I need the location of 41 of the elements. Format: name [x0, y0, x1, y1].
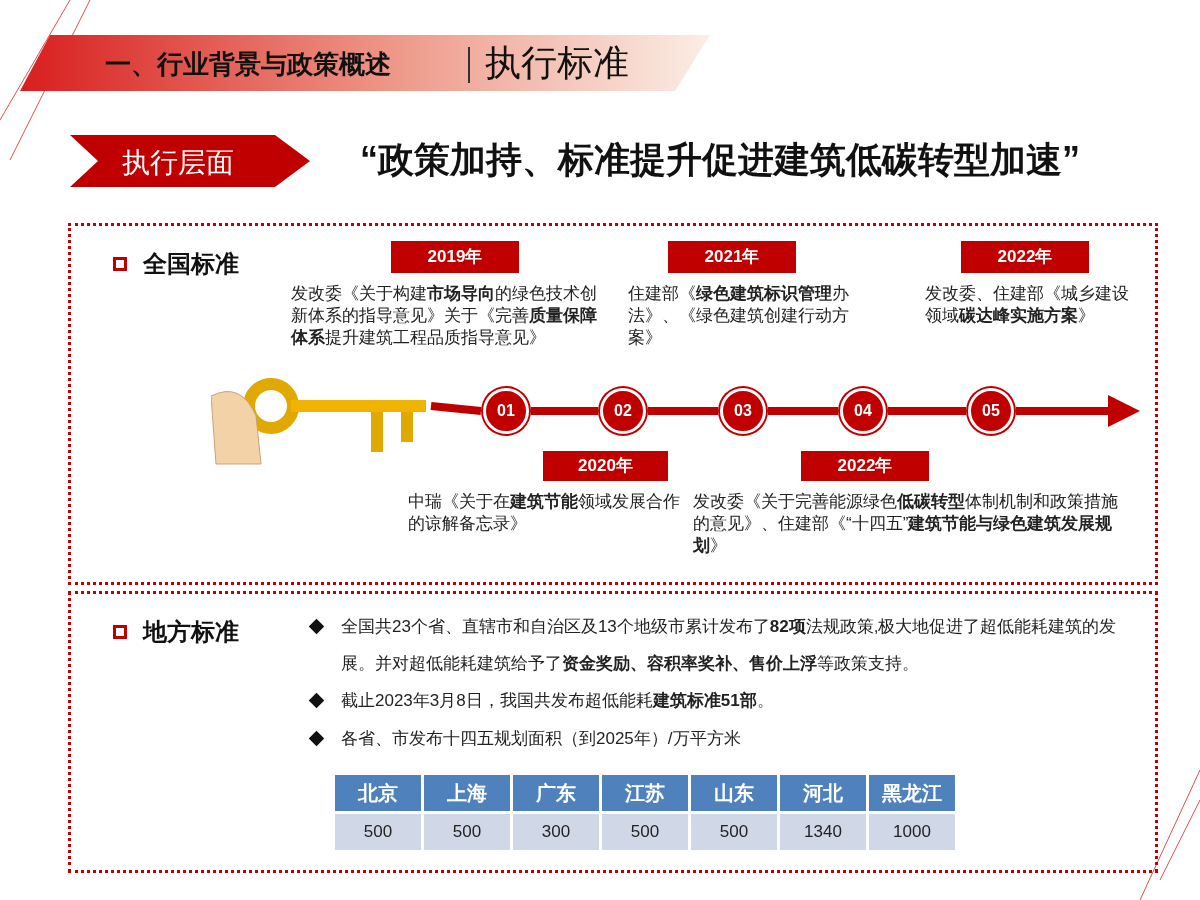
- policy-description: 住建部《绿色建筑标识管理办法》、《绿色建筑创建行动方案》: [628, 283, 850, 349]
- bullet-text: 截止2023年3月8日，我国共发布超低能耗建筑标准51部。: [341, 690, 775, 712]
- table-header: 黑龙江: [869, 775, 955, 811]
- timeline-marker: 05: [968, 388, 1014, 434]
- panel-heading: 全国标准: [143, 249, 239, 279]
- section-heading: 一、行业背景与政策概述: [105, 48, 391, 81]
- year-badge: 2020年: [543, 451, 668, 481]
- table-value: 500: [335, 814, 421, 850]
- policy-description: 发改委《关于构建市场导向的绿色技术创新体系的指导意见》关于《完善质量保障体系提升建筑工程品质指导意见》: [291, 283, 598, 349]
- dotted-panel: [68, 223, 1158, 585]
- timeline-marker: 01: [483, 388, 529, 434]
- table-value: 1340: [780, 814, 866, 850]
- table-header: 河北: [780, 775, 866, 811]
- table-value: 300: [513, 814, 599, 850]
- year-badge: 2022年: [801, 451, 929, 481]
- policy-description: 中瑞《关于在建筑节能领域发展合作的谅解备忘录》: [408, 491, 681, 535]
- year-badge: 2019年: [391, 241, 519, 273]
- bullet-text: 全国共23个省、直辖市和自治区及13个地级市累计发布了82项法规政策,极大地促进了超低能耗建筑的发展。并对超低能耗建筑给予了资金奖励、容积率奖补、售价上浮等政策支持。: [341, 616, 1118, 675]
- table-value: 500: [424, 814, 510, 850]
- table-value: 1000: [869, 814, 955, 850]
- table-value: 500: [691, 814, 777, 850]
- year-badge: 2021年: [668, 241, 796, 273]
- year-badge: 2022年: [961, 241, 1089, 273]
- timeline-marker: 04: [840, 388, 886, 434]
- table-header: 广东: [513, 775, 599, 811]
- table-value: 500: [602, 814, 688, 850]
- policy-description: 发改委、住建部《城乡建设领域碳达峰实施方案》: [925, 283, 1130, 327]
- table-header: 山东: [691, 775, 777, 811]
- timeline-arrow: [1016, 395, 1140, 427]
- section-subheading: 执行标准: [485, 41, 629, 85]
- banner-text: 执行层面: [122, 146, 234, 180]
- slide-title: “政策加持、标准提升促进建筑低碳转型加速”: [360, 138, 1080, 182]
- panel-heading: 地方标准: [143, 617, 239, 647]
- table-header: 北京: [335, 775, 421, 811]
- dotted-panel: [68, 591, 1158, 873]
- table-header: 上海: [424, 775, 510, 811]
- timeline-marker: 02: [600, 388, 646, 434]
- timeline-marker: 03: [720, 388, 766, 434]
- bullet-text: 各省、市发布十四五规划面积（到2025年）/万平方米: [341, 728, 742, 750]
- policy-description: 发改委《关于完善能源绿色低碳转型体制机制和政策措施的意见》、住建部《“十四五”建筑节能与绿色建筑发展规划》: [693, 491, 1119, 557]
- table-header: 江苏: [602, 775, 688, 811]
